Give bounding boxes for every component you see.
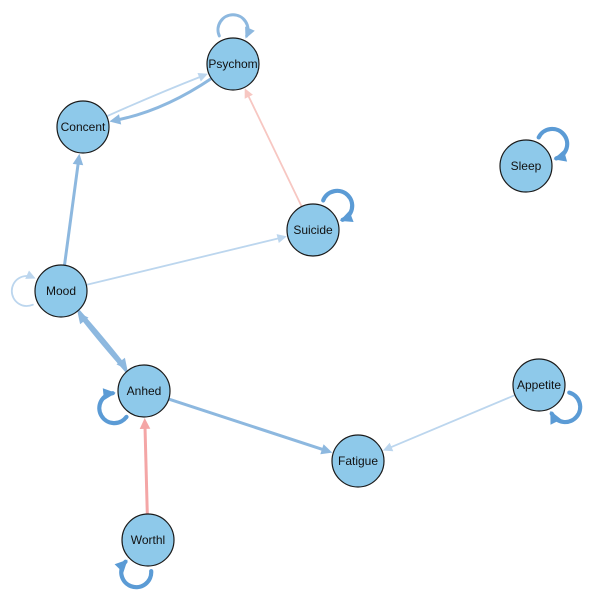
self-loop-worthl xyxy=(114,559,154,590)
self-loop-arrowhead xyxy=(339,210,354,222)
edge-line xyxy=(247,94,303,208)
edge-worthl-to-anhed xyxy=(139,418,151,516)
node-label: Anhed xyxy=(127,384,162,398)
self-loop-mood xyxy=(10,270,36,307)
node-circle xyxy=(331,434,385,488)
node-circle xyxy=(34,264,88,318)
node-label: Mood xyxy=(46,284,76,298)
self-loop-arrowhead xyxy=(114,559,128,573)
edge-arrowhead xyxy=(139,418,151,429)
edge-line xyxy=(63,160,80,267)
self-loop-arrowhead xyxy=(245,26,255,39)
edge-arrowhead xyxy=(320,444,333,455)
self-loop-suicide xyxy=(321,188,355,222)
edge-arrowhead xyxy=(77,312,89,325)
self-loop-arrowhead xyxy=(102,388,116,401)
edge-mood-to-suicide xyxy=(85,234,287,286)
node-sleep: Sleep xyxy=(499,139,553,193)
node-mood: Mood xyxy=(34,264,88,318)
node-label: Appetite xyxy=(517,378,561,392)
edge-concent-to-psychom xyxy=(105,73,208,118)
node-label: Fatigue xyxy=(338,454,378,468)
self-loop-arrowhead xyxy=(550,410,562,425)
edge-arrowhead xyxy=(244,88,253,99)
edge-anhed-to-fatigue xyxy=(167,397,333,455)
node-fatigue: Fatigue xyxy=(331,434,385,488)
node-concent: Concent xyxy=(56,100,110,154)
node-label: Worthl xyxy=(131,533,165,547)
edge-line xyxy=(143,425,149,516)
edge-line xyxy=(85,237,281,286)
node-circle xyxy=(512,358,566,412)
node-suicide: Suicide xyxy=(286,203,340,257)
edge-anhed-to-mood xyxy=(77,312,129,373)
edge-arrowhead xyxy=(197,73,208,82)
node-label: Suicide xyxy=(293,223,333,237)
edge-arrowhead xyxy=(72,153,84,166)
node-anhed: Anhed xyxy=(117,364,171,418)
self-loop-sleep xyxy=(536,126,570,162)
edge-line xyxy=(116,77,213,122)
node-label: Sleep xyxy=(511,159,542,173)
self-loop-psychom xyxy=(216,13,255,39)
edge-arrowhead xyxy=(109,114,122,125)
edges-layer xyxy=(63,73,516,516)
self-loop-appetite xyxy=(549,390,583,425)
node-circle xyxy=(206,37,260,91)
node-appetite: Appetite xyxy=(512,358,566,412)
self-loop-arrowhead xyxy=(25,270,36,279)
node-circle xyxy=(286,203,340,257)
node-label: Concent xyxy=(61,120,106,134)
edge-line xyxy=(388,394,516,449)
node-worthl: Worthl xyxy=(121,513,175,567)
node-label: Psychom xyxy=(208,57,257,71)
edge-line xyxy=(167,397,326,452)
node-psychom: Psychom xyxy=(206,37,260,91)
node-circle xyxy=(56,100,110,154)
node-circle xyxy=(499,139,553,193)
edge-arrowhead xyxy=(382,442,394,452)
self-loops-layer xyxy=(10,13,583,590)
node-circle xyxy=(117,364,171,418)
self-loop-arrowhead xyxy=(553,150,568,162)
edge-appetite-to-fatigue xyxy=(382,394,516,452)
node-circle xyxy=(121,513,175,567)
edge-line xyxy=(81,317,129,373)
self-loop-anhed xyxy=(97,388,129,426)
self-loop-line xyxy=(10,275,34,307)
edge-line xyxy=(105,75,202,118)
edge-mood-to-concent xyxy=(63,153,84,267)
edge-psychom-to-concent xyxy=(109,77,213,125)
self-loop-line xyxy=(216,13,250,38)
edge-suicide-to-psychom xyxy=(244,88,303,208)
edge-arrowhead xyxy=(276,234,287,243)
